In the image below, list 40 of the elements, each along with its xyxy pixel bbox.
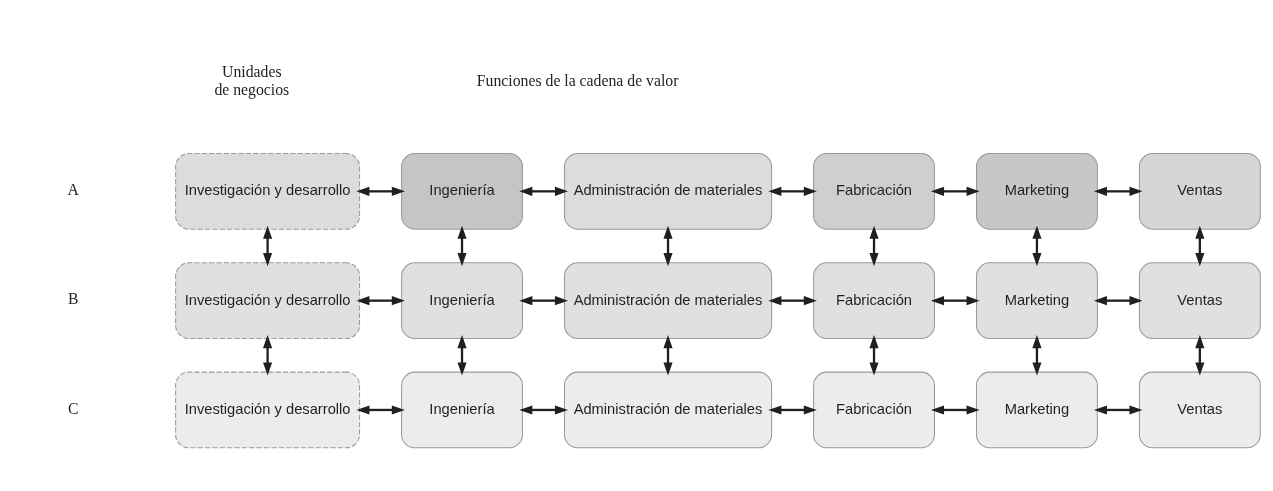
node-box: Fabricación <box>813 371 935 448</box>
arrow <box>356 295 405 305</box>
arrow <box>931 186 980 196</box>
label: C <box>67 399 79 417</box>
node-box: Fabricación <box>813 152 935 230</box>
arrow <box>519 186 568 196</box>
label: Funciones de la cadena de valor <box>476 71 679 89</box>
arrow <box>768 186 817 196</box>
arrow <box>356 404 405 415</box>
label: A <box>67 180 79 198</box>
node-box: Ingeniería <box>401 371 523 448</box>
arrow <box>1093 295 1143 305</box>
arrow <box>1093 186 1143 196</box>
arrow <box>263 334 273 375</box>
node-box: Administración de materiales <box>564 371 773 448</box>
node-box: Ingeniería <box>401 152 523 230</box>
node-box: Fabricación <box>813 261 935 339</box>
arrow <box>263 225 273 266</box>
node-box: Marketing <box>976 261 1098 339</box>
arrow <box>768 404 817 415</box>
node-box: Marketing <box>976 152 1098 230</box>
label: Unidades de negocios <box>214 62 290 98</box>
arrow <box>768 295 817 305</box>
arrow <box>931 404 980 415</box>
node-box: Ventas <box>1138 371 1261 448</box>
label: B <box>67 289 79 307</box>
node-box: Ingeniería <box>401 261 523 339</box>
arrow <box>1093 404 1143 415</box>
arrow <box>356 186 405 196</box>
node-box: Ventas <box>1138 152 1261 230</box>
node-box: Marketing <box>976 371 1098 448</box>
node-box: Investigación y desarrollo <box>175 152 361 230</box>
arrow <box>931 295 980 305</box>
node-box: Investigación y desarrollo <box>175 371 361 448</box>
node-box: Investigación y desarrollo <box>175 261 361 339</box>
arrow <box>519 404 568 415</box>
arrow <box>519 295 568 305</box>
node-box: Administración de materiales <box>564 261 773 339</box>
node-box: Ventas <box>1138 261 1261 339</box>
node-box: Administración de materiales <box>564 152 773 230</box>
